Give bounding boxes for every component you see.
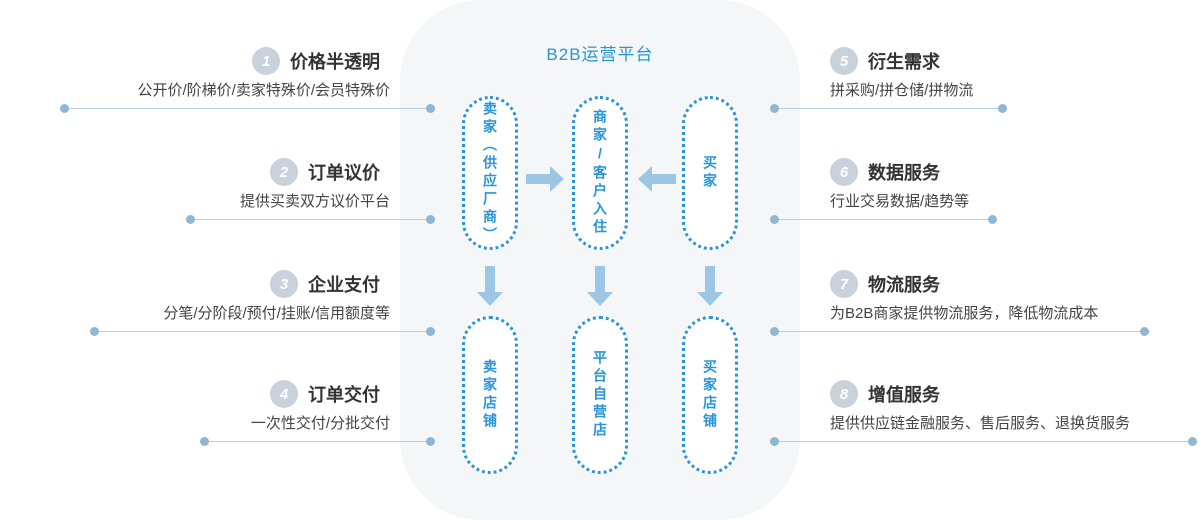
feature-title: 衍生需求	[868, 52, 940, 72]
feature-head: 4 订单交付	[270, 380, 390, 408]
connector-line	[190, 219, 430, 220]
connector-line	[774, 441, 1196, 442]
platform-store-label: 平台自营店	[592, 350, 608, 440]
connector-dot	[770, 327, 779, 336]
feature-head: 6 数据服务	[830, 158, 950, 186]
feature-title: 价格半透明	[290, 52, 380, 72]
connector-line	[204, 441, 430, 442]
arrow-down-icon	[697, 266, 723, 306]
connector-dot	[90, 327, 99, 336]
connector-dot	[426, 327, 435, 336]
buyer-label: 买家	[702, 155, 718, 191]
feature-desc: 分笔/分阶段/预付/挂账/信用额度等	[163, 305, 390, 322]
seller-supplier-label: 卖家（供应厂商）	[482, 101, 498, 245]
connector-line	[94, 331, 430, 332]
feature-title: 订单议价	[308, 163, 380, 183]
feature-number-badge: 6	[830, 158, 858, 186]
connector-line	[774, 108, 998, 109]
feature-number-badge: 5	[830, 47, 858, 75]
feature-head: 7 物流服务	[830, 270, 950, 298]
seller-store-label: 卖家店铺	[482, 359, 498, 431]
feature-title: 订单交付	[308, 385, 380, 405]
connector-line	[64, 108, 430, 109]
connector-dot	[770, 437, 779, 446]
feature-desc: 提供供应链金融服务、售后服务、退换货服务	[830, 415, 1131, 432]
feature-title: 数据服务	[868, 163, 940, 183]
feature-title: 增值服务	[868, 385, 940, 405]
arrow-down-icon	[587, 266, 613, 306]
arrow-left-icon	[638, 166, 676, 192]
feature-desc: 行业交易数据/趋势等	[830, 193, 970, 210]
connector-line	[774, 219, 996, 220]
connector-dot	[1140, 327, 1149, 336]
connector-dot	[998, 104, 1007, 113]
connector-dot	[770, 104, 779, 113]
connector-dot	[426, 104, 435, 113]
feature-head: 2 订单议价	[270, 158, 390, 186]
merchant-entry-label: 商家/客户入住	[592, 109, 608, 237]
feature-desc: 公开价/阶梯价/卖家特殊价/会员特殊价	[137, 82, 390, 99]
platform-title: B2B运营平台	[546, 45, 654, 64]
feature-desc: 拼采购/拼仓储/拼物流	[830, 82, 974, 99]
buyer-node: 买家	[682, 96, 738, 250]
buyer-store-label: 买家店铺	[702, 359, 718, 431]
connector-dot	[1188, 437, 1197, 446]
seller-supplier-node: 卖家（供应厂商）	[462, 96, 518, 250]
feature-head: 1 价格半透明	[252, 47, 390, 75]
feature-desc: 为B2B商家提供物流服务，降低物流成本	[830, 305, 1099, 322]
buyer-store-node: 买家店铺	[682, 316, 738, 474]
feature-title: 企业支付	[308, 275, 380, 295]
connector-dot	[186, 215, 195, 224]
connector-dot	[200, 437, 209, 446]
connector-dot	[60, 104, 69, 113]
connector-dot	[426, 437, 435, 446]
arrow-down-icon	[477, 266, 503, 306]
platform-store-node: 平台自营店	[572, 316, 628, 474]
feature-number-badge: 3	[270, 270, 298, 298]
feature-number-badge: 8	[830, 380, 858, 408]
feature-title: 物流服务	[868, 275, 940, 295]
feature-head: 8 增值服务	[830, 380, 950, 408]
feature-number-badge: 7	[830, 270, 858, 298]
connector-line	[774, 331, 1150, 332]
connector-dot	[426, 215, 435, 224]
feature-desc: 提供买卖双方议价平台	[239, 193, 390, 210]
feature-desc: 一次性交付/分批交付	[250, 415, 390, 432]
feature-number-badge: 2	[270, 158, 298, 186]
seller-store-node: 卖家店铺	[462, 316, 518, 474]
arrow-right-icon	[526, 166, 564, 192]
feature-head: 5 衍生需求	[830, 47, 950, 75]
merchant-entry-node: 商家/客户入住	[572, 96, 628, 250]
feature-number-badge: 4	[270, 380, 298, 408]
feature-number-badge: 1	[252, 47, 280, 75]
feature-head: 3 企业支付	[270, 270, 390, 298]
connector-dot	[988, 215, 997, 224]
connector-dot	[770, 215, 779, 224]
